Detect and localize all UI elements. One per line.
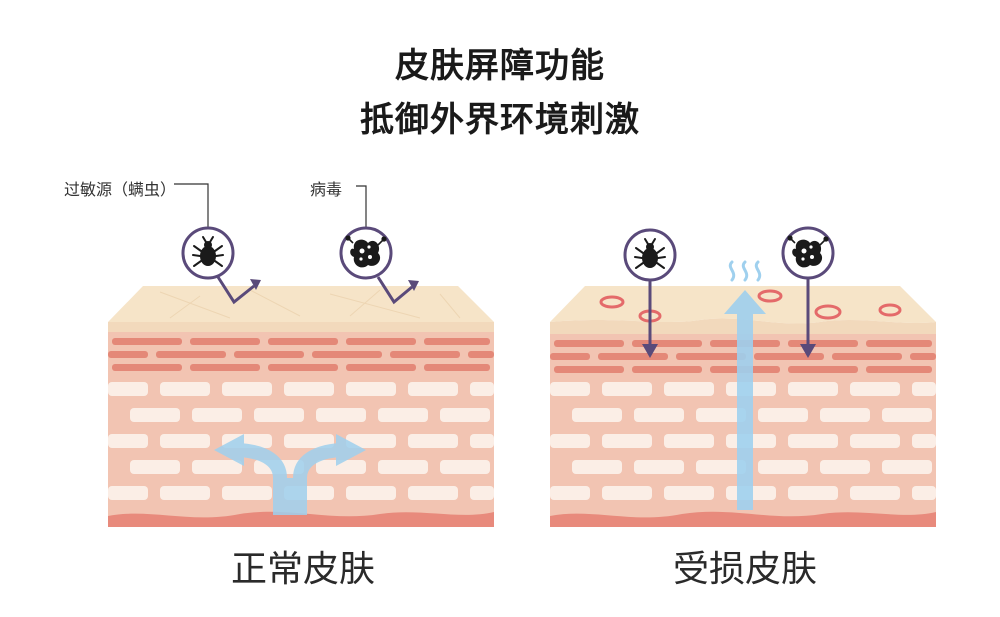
moisture-loss-arrow — [724, 290, 766, 510]
moisture-retained-arrow — [214, 434, 366, 515]
title-line-1: 皮肤屏障功能 — [395, 46, 605, 86]
evaporation-icon — [728, 260, 762, 282]
allergen-leader-line — [174, 183, 209, 228]
title-line-2: 抵御外界环境刺激 — [360, 100, 640, 140]
normal-surface — [108, 286, 494, 322]
damaged-base-layer — [550, 511, 936, 527]
allergen-label: 过敏源（螨虫） — [64, 180, 177, 199]
mite-bounce-arrow — [216, 276, 255, 305]
normal-skin-panel — [108, 183, 494, 527]
normal-base-layer — [108, 511, 494, 527]
virus-label: 病毒 — [310, 180, 343, 199]
damaged-skin-caption: 受损皮肤 — [672, 549, 817, 590]
damaged-skin-panel — [550, 226, 936, 527]
virus-leader-line — [356, 185, 367, 228]
virus-bounce-arrow — [376, 276, 413, 305]
normal-skin-caption: 正常皮肤 — [230, 549, 375, 590]
